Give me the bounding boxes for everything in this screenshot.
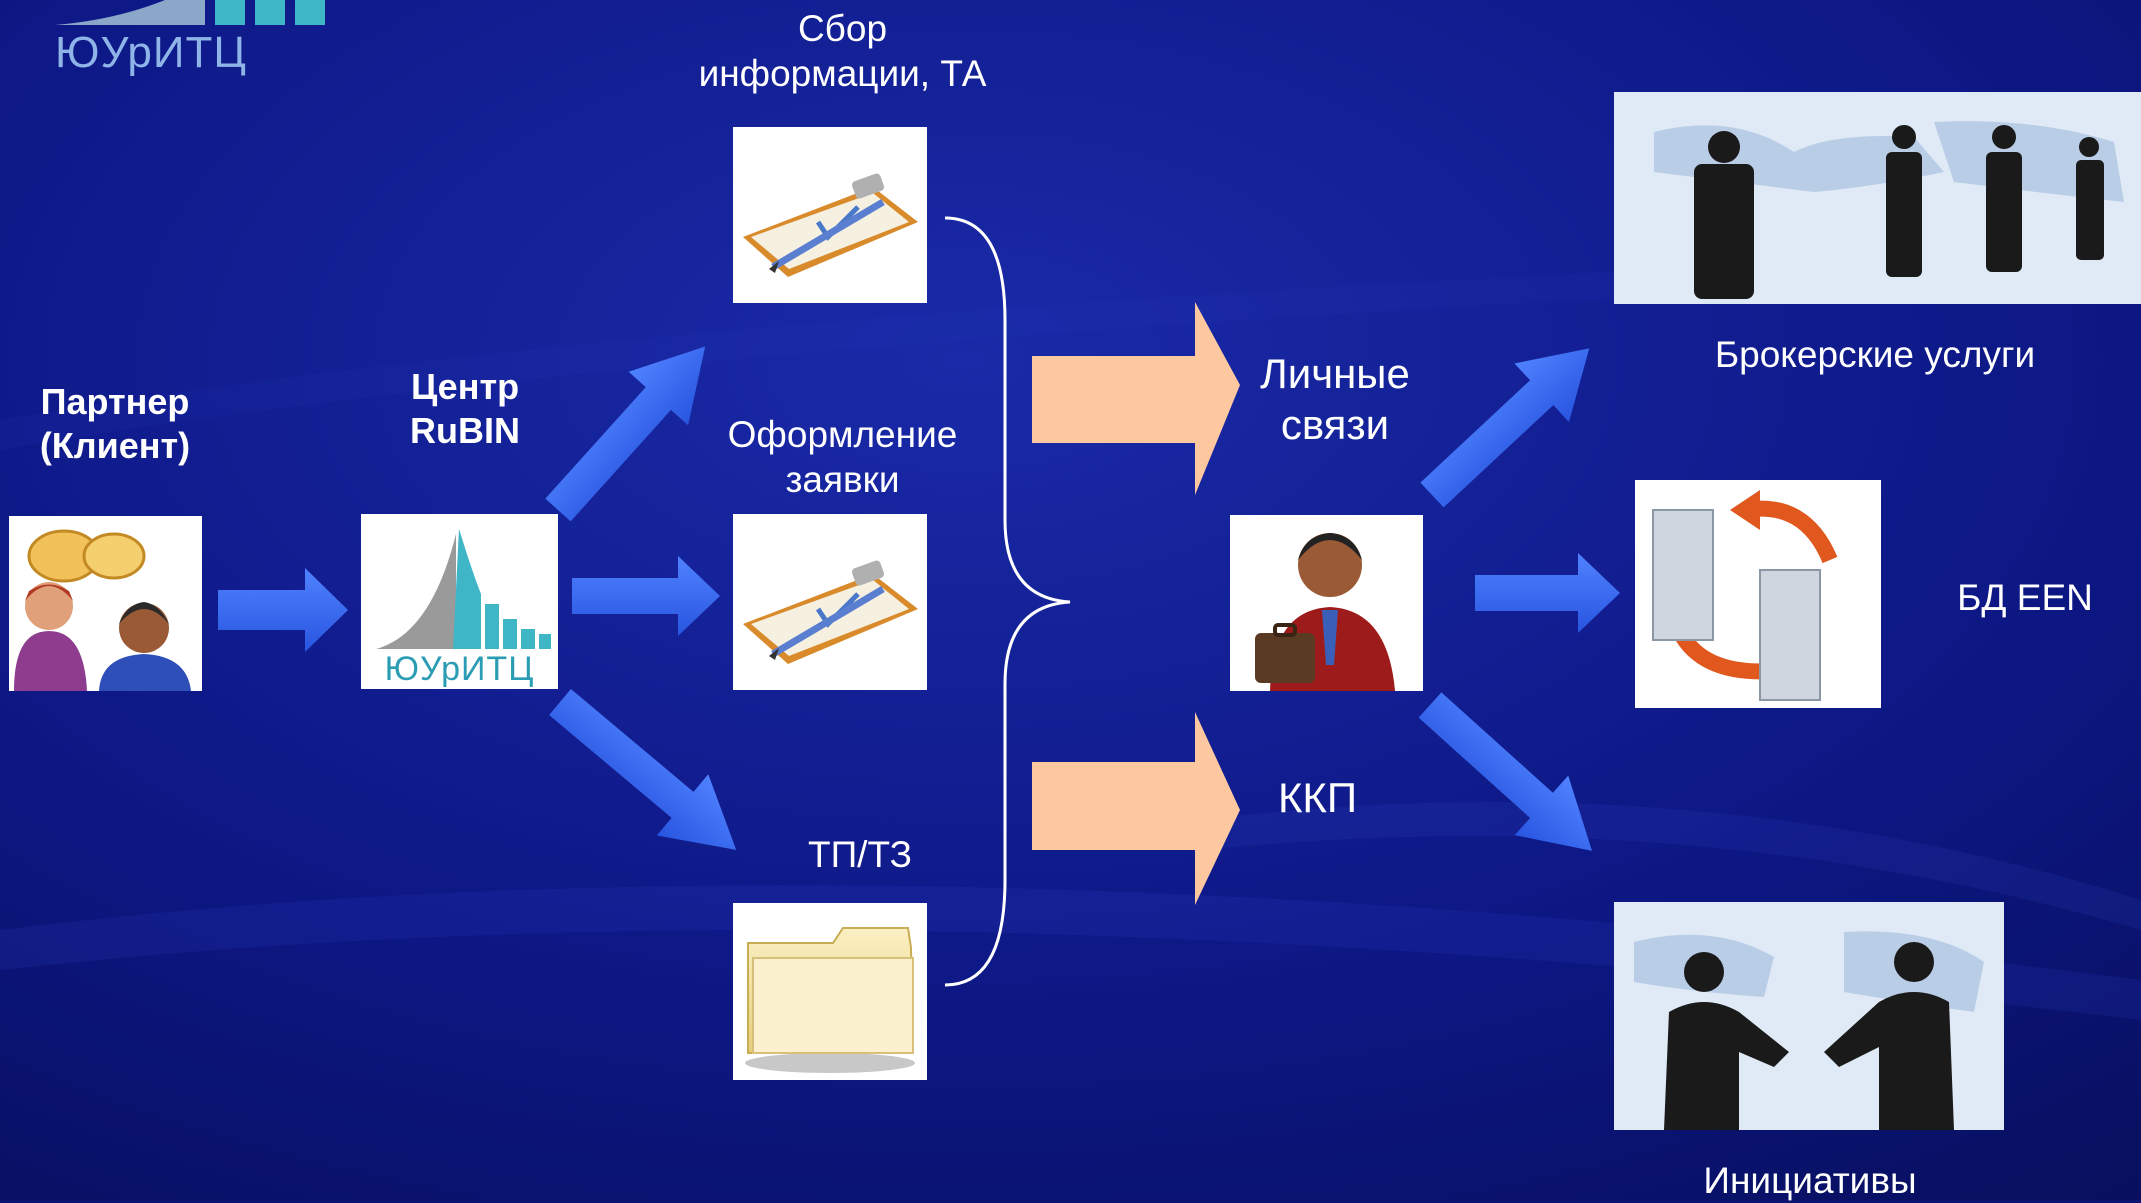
personal-label-line2: связи (1280, 401, 1390, 449)
businessman-briefcase-icon (1255, 533, 1395, 691)
arrow-to-initiatives (1418, 692, 1593, 851)
logo: ЮУрИТЦ (55, 0, 355, 80)
arrow-partner-to-center (218, 568, 348, 652)
folder-icon (745, 927, 915, 1073)
personal-label: Личные связи (1230, 348, 1440, 450)
initiatives-label: Инициативы (1640, 1158, 1980, 1203)
broker-label-text: Брокерские услуги (1714, 334, 2036, 375)
manager-tile (1230, 515, 1423, 691)
center-logo-graphic (376, 529, 551, 649)
kkp-label: ККП (1235, 772, 1400, 823)
handshake-icon (1614, 902, 2004, 1130)
clipboard-icon (743, 560, 918, 664)
application-tile (733, 514, 927, 690)
tptz-tile (733, 903, 927, 1080)
tptz-label-text: ТП/ТЗ (807, 834, 912, 875)
clipboard-icon (743, 173, 918, 277)
arrow-to-broker (1420, 348, 1590, 508)
application-label-line2: заявки (785, 459, 900, 501)
collect-label-line2: информации, ТА (698, 53, 987, 95)
tptz-label: ТП/ТЗ (760, 832, 960, 877)
broker-label: Брокерские услуги (1660, 332, 2090, 377)
business-people-icon (1614, 92, 2141, 304)
logo-graphic (55, 0, 325, 25)
initiatives-label-text: Инициативы (1703, 1160, 1917, 1201)
partner-label-line1: Партнер (40, 381, 190, 422)
broker-photo (1614, 92, 2141, 304)
people-talking-icon (14, 529, 191, 691)
application-label-line1: Оформление (727, 414, 958, 455)
arrow-to-personal (1032, 302, 1240, 495)
servers-sync-icon (1652, 490, 1838, 701)
collect-label-line1: Сбор (797, 8, 888, 49)
logo-text: ЮУрИТЦ (55, 28, 247, 77)
arrow-to-kkp (1032, 712, 1240, 905)
initiatives-photo (1614, 902, 2004, 1130)
center-logo-text: ЮУрИТЦ (384, 650, 535, 688)
arrow-center-to-tptz (549, 688, 737, 850)
db-label: БД EEN (1935, 575, 2115, 620)
kkp-label-text: ККП (1277, 774, 1358, 821)
center-label-line2: RuBIN (410, 409, 520, 451)
personal-label-line1: Личные (1260, 350, 1410, 397)
arrow-center-to-collect (545, 346, 706, 522)
partner-label: Партнер (Клиент) (0, 380, 230, 468)
arrow-center-to-application (572, 556, 720, 636)
collect-label: Сбор информации, ТА (640, 6, 1045, 96)
db-label-text: БД EEN (1957, 577, 2093, 618)
brace (944, 216, 1071, 987)
arrow-to-db (1475, 553, 1620, 633)
application-label: Оформление заявки (660, 412, 1025, 502)
db-tile (1635, 480, 1881, 708)
center-label-line1: Центр (410, 366, 520, 407)
partner-tile (9, 516, 202, 691)
collect-tile (733, 127, 927, 303)
partner-label-line2: (Клиент) (39, 424, 191, 466)
center-label: Центр RuBIN (345, 365, 585, 453)
center-logo-tile: ЮУрИТЦ (361, 514, 558, 689)
